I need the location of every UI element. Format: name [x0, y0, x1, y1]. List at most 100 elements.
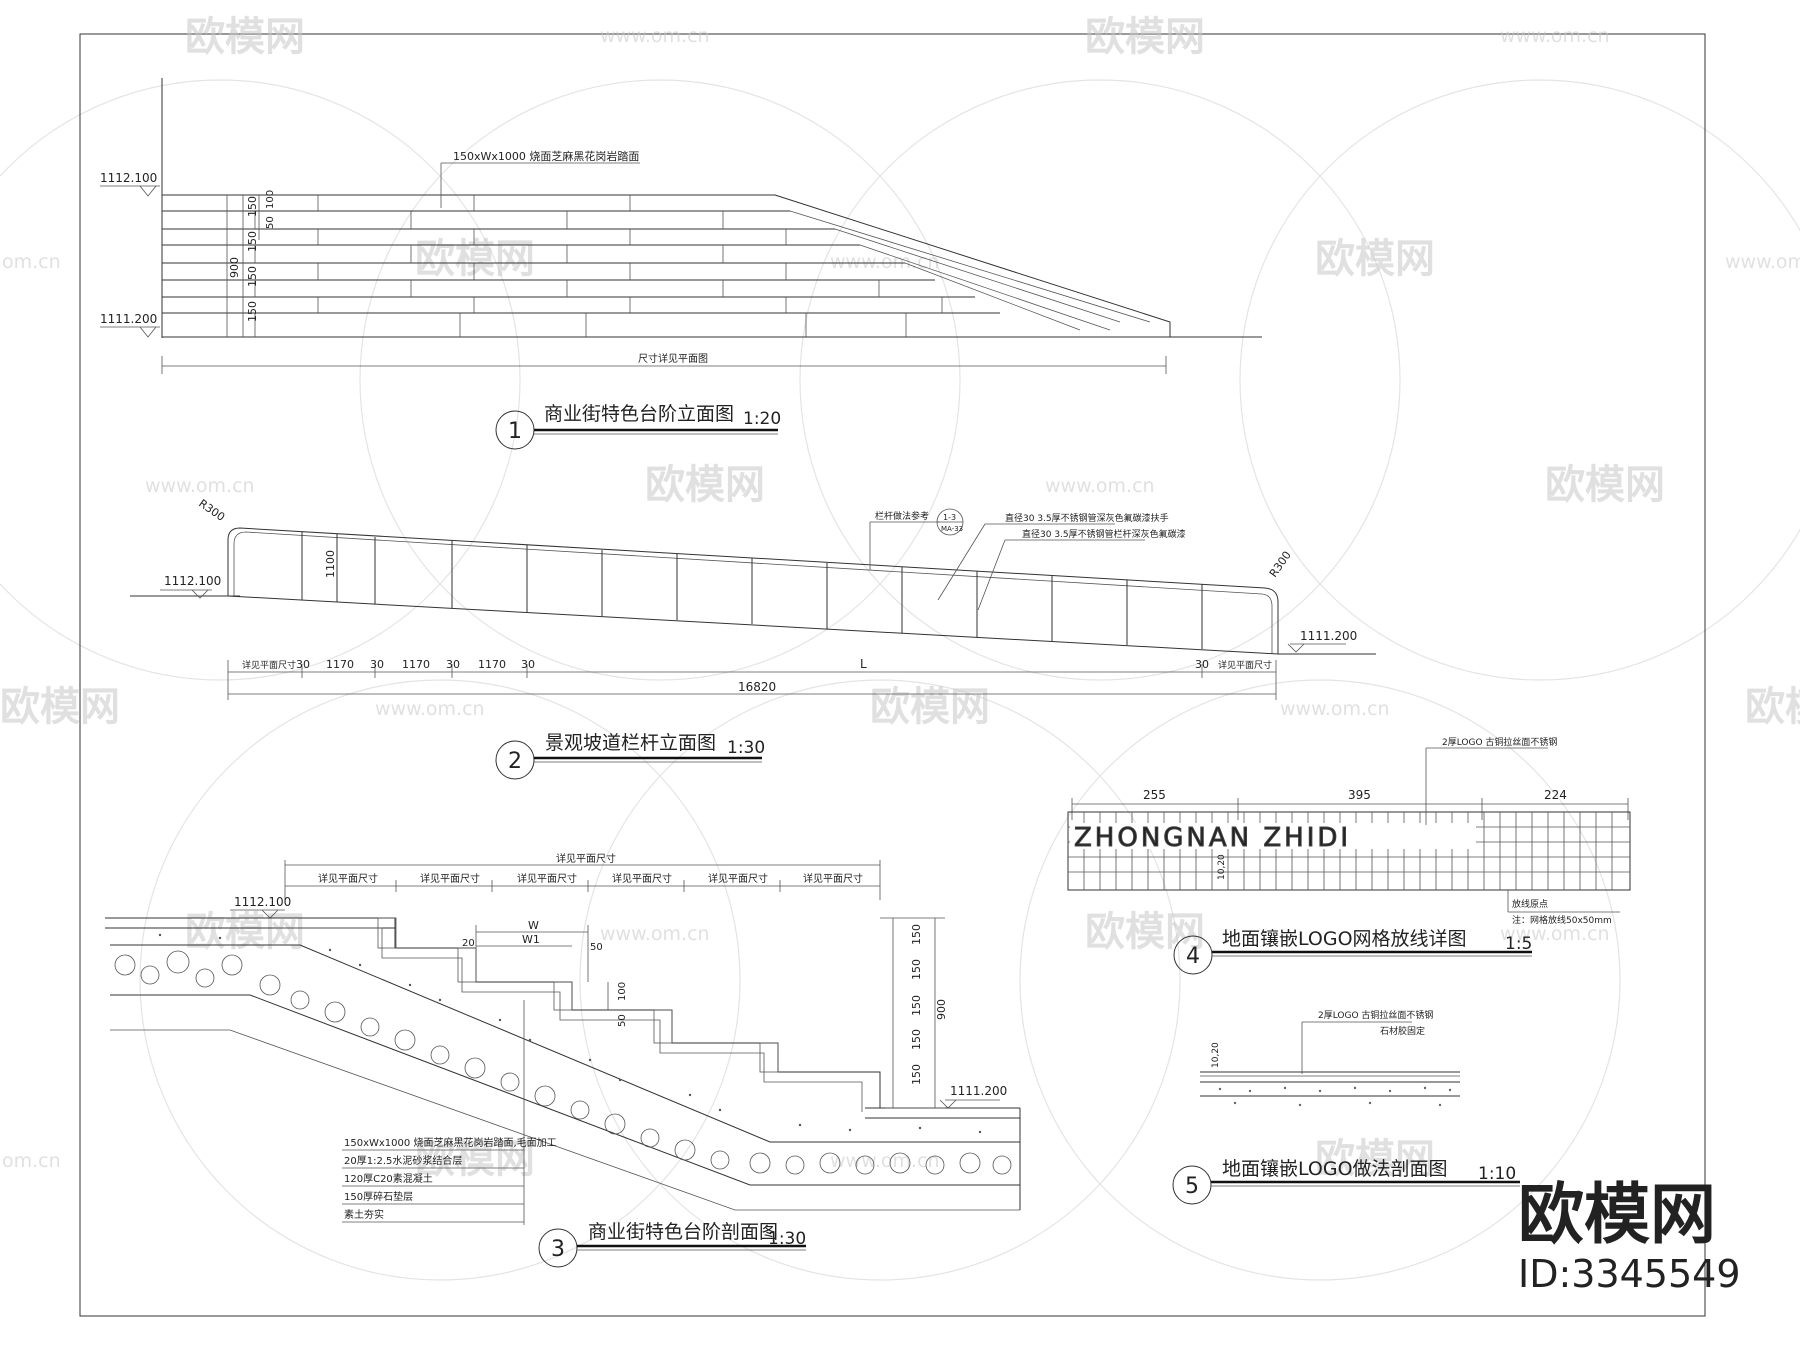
drawing-number: 2	[508, 749, 522, 774]
drawing-scale: 1:10	[1478, 1164, 1516, 1184]
watermark-brand: 欧模网	[1315, 236, 1435, 282]
watermark-brand: 欧模网	[1315, 1136, 1435, 1182]
radius-label: R300	[1267, 549, 1294, 580]
drawing-scale: 1:30	[727, 738, 765, 758]
elev-bottom-label: 1111.200	[100, 312, 157, 326]
watermark-url: www.om.cn	[830, 1150, 940, 1172]
watermark-brand: 欧模网	[415, 1136, 535, 1182]
layer-label: 150厚碎石垫层	[344, 1190, 413, 1203]
watermark-url: www.om.cn	[1045, 475, 1155, 497]
ref-bubble-bottom: MA-33	[941, 525, 963, 533]
watermark-brand: 欧模网	[1085, 909, 1205, 955]
drawing-title: 商业街特色台阶立面图	[544, 403, 734, 425]
watermark-brand: 欧模网	[1545, 462, 1665, 508]
dim-riser: 150	[910, 959, 923, 980]
dim-top: 详见平面尺寸	[556, 852, 616, 865]
drawing-number: 4	[1186, 944, 1200, 969]
dim-bottom-note: 尺寸详见平面图	[638, 352, 708, 365]
watermark-url: om.cn	[2, 251, 61, 273]
watermark-brand: 欧模网	[0, 684, 120, 730]
drawing-2-railing-elevation: R300 R300 1100 1112.100 1111.200 栏杆做法参考 …	[130, 497, 1376, 780]
note-tread: 150xWx1000 烧面芝麻黑花岗岩踏面	[453, 149, 639, 163]
dim-20: 20	[462, 938, 475, 949]
note-logo: 2厚LOGO 古铜拉丝面不锈钢	[1318, 1009, 1433, 1021]
drawing-scale: 1:5	[1505, 934, 1532, 954]
dim-riser: 150	[246, 196, 259, 217]
elev-bottom-label: 1111.200	[950, 1084, 1007, 1098]
watermark-brand: 欧模网	[415, 236, 535, 282]
watermark-brand: 欧模网	[185, 909, 305, 955]
watermark-brand: 欧模网	[1085, 14, 1205, 60]
watermark-brand: 欧模网	[185, 14, 305, 60]
note-origin: 放线原点	[1512, 898, 1548, 910]
drawing-title: 地面镶嵌LOGO网格放线详图	[1222, 928, 1467, 950]
note-handrail: 直径30 3.5厚不锈钢管深灰色氟碳漆扶手	[1005, 512, 1169, 524]
watermark-url: www.om.cn	[600, 923, 710, 945]
watermark-url: www.om.cn	[145, 475, 255, 497]
dim-width: 224	[1544, 788, 1567, 802]
dim-step: 详见平面尺寸	[517, 872, 577, 885]
dim-riser: 150	[910, 995, 923, 1016]
layer-label: 120厚C20素混凝土	[344, 1172, 433, 1185]
drawing-3-stair-section: 详见平面尺寸 详见平面尺寸 详见平面尺寸 详见平面尺寸 详见平面尺寸 详见平面尺…	[105, 852, 1021, 1268]
radius-label: R300	[196, 497, 227, 524]
brand-overlay: 欧模网 ID:3345549	[1518, 1176, 1741, 1296]
dim-step: 详见平面尺寸	[803, 872, 863, 885]
drawing-number: 5	[1185, 1174, 1199, 1199]
dim-riser: 150	[246, 231, 259, 252]
ref-bubble-top: 1-3	[943, 513, 956, 522]
logo-text: ZHONGNAN ZHIDI	[1074, 823, 1351, 853]
drawing-number: 1	[508, 419, 522, 444]
drawing-scale: 1:30	[768, 1229, 806, 1249]
dim-riser: 150	[246, 301, 259, 322]
watermark-url: www.om.cn	[1280, 698, 1390, 720]
watermarks: 欧模网 www.om.cn 欧模网 www.om.cn om.cn 欧模网 ww…	[0, 14, 1800, 1182]
elev-top-label: 1112.100	[164, 574, 221, 588]
drawing-4-logo-grid: 255 395 224 ZHONGNAN ZHIDI 2厚LOGO 古铜拉丝面不…	[1067, 736, 1631, 975]
dim-label: 1170	[326, 658, 354, 671]
railing-height: 1100	[324, 550, 337, 578]
side-dim: 10,20	[1217, 854, 1227, 880]
drawing-title: 商业街特色台阶剖面图	[588, 1221, 778, 1243]
watermark-brand: 欧模网	[870, 684, 990, 730]
brand-logo-text: 欧模网	[1518, 1176, 1716, 1253]
dim-step: 详见平面尺寸	[612, 872, 672, 885]
watermark-url: www.om.cn	[375, 698, 485, 720]
dim-inner: 100	[265, 190, 276, 209]
dim-total: 16820	[738, 680, 776, 694]
dim-label: 30	[370, 658, 384, 671]
dim-label: 详见平面尺寸	[242, 659, 296, 671]
dim-width: 255	[1143, 788, 1166, 802]
dim-label: 30	[1195, 658, 1209, 671]
drawing-number: 3	[551, 1237, 565, 1262]
note-ref: 栏杆做法参考	[875, 510, 929, 522]
model-id: ID:3345549	[1518, 1252, 1741, 1296]
elev-top-label: 1112.100	[100, 171, 157, 185]
drawing-frame	[79, 33, 1706, 1317]
layer-label: 20厚1:2.5水泥砂浆结合层	[344, 1154, 462, 1167]
drawing-5-logo-section: 2厚LOGO 古铜拉丝面不锈钢 石材胶固定 10,20 5 地面镶嵌LOGO做法…	[1172, 1009, 1520, 1205]
dim-riser: 150	[246, 266, 259, 287]
dim-step: 详见平面尺寸	[318, 872, 378, 885]
watermark-url: www.om.cn	[1500, 923, 1610, 945]
dim-total: 900	[935, 999, 948, 1020]
dim-width: 395	[1348, 788, 1371, 802]
note-grid: 注：网格放线50x50mm	[1512, 914, 1612, 926]
dim-100: 100	[617, 982, 628, 1001]
dim-label: L	[860, 657, 867, 671]
dim-step: 详见平面尺寸	[420, 872, 480, 885]
watermark-url: www.om.cn	[600, 25, 710, 47]
drawing-title: 地面镶嵌LOGO做法剖面图	[1222, 1158, 1448, 1180]
watermark-brand: 欧模网	[645, 462, 765, 508]
watermark-url: www.om.cn	[830, 251, 940, 273]
dim-label: 30	[296, 658, 310, 671]
dim-50: 50	[617, 1014, 628, 1027]
watermark-url: www.om.cn	[1725, 251, 1800, 273]
dim-step: 详见平面尺寸	[708, 872, 768, 885]
side-dim: 10,20	[1211, 1042, 1221, 1068]
drawing-scale: 1:20	[743, 409, 781, 429]
dim-riser: 150	[910, 924, 923, 945]
watermark-url: om.cn	[2, 1150, 61, 1172]
dim-riser: 150	[910, 1064, 923, 1085]
dim-w: W	[528, 919, 539, 932]
